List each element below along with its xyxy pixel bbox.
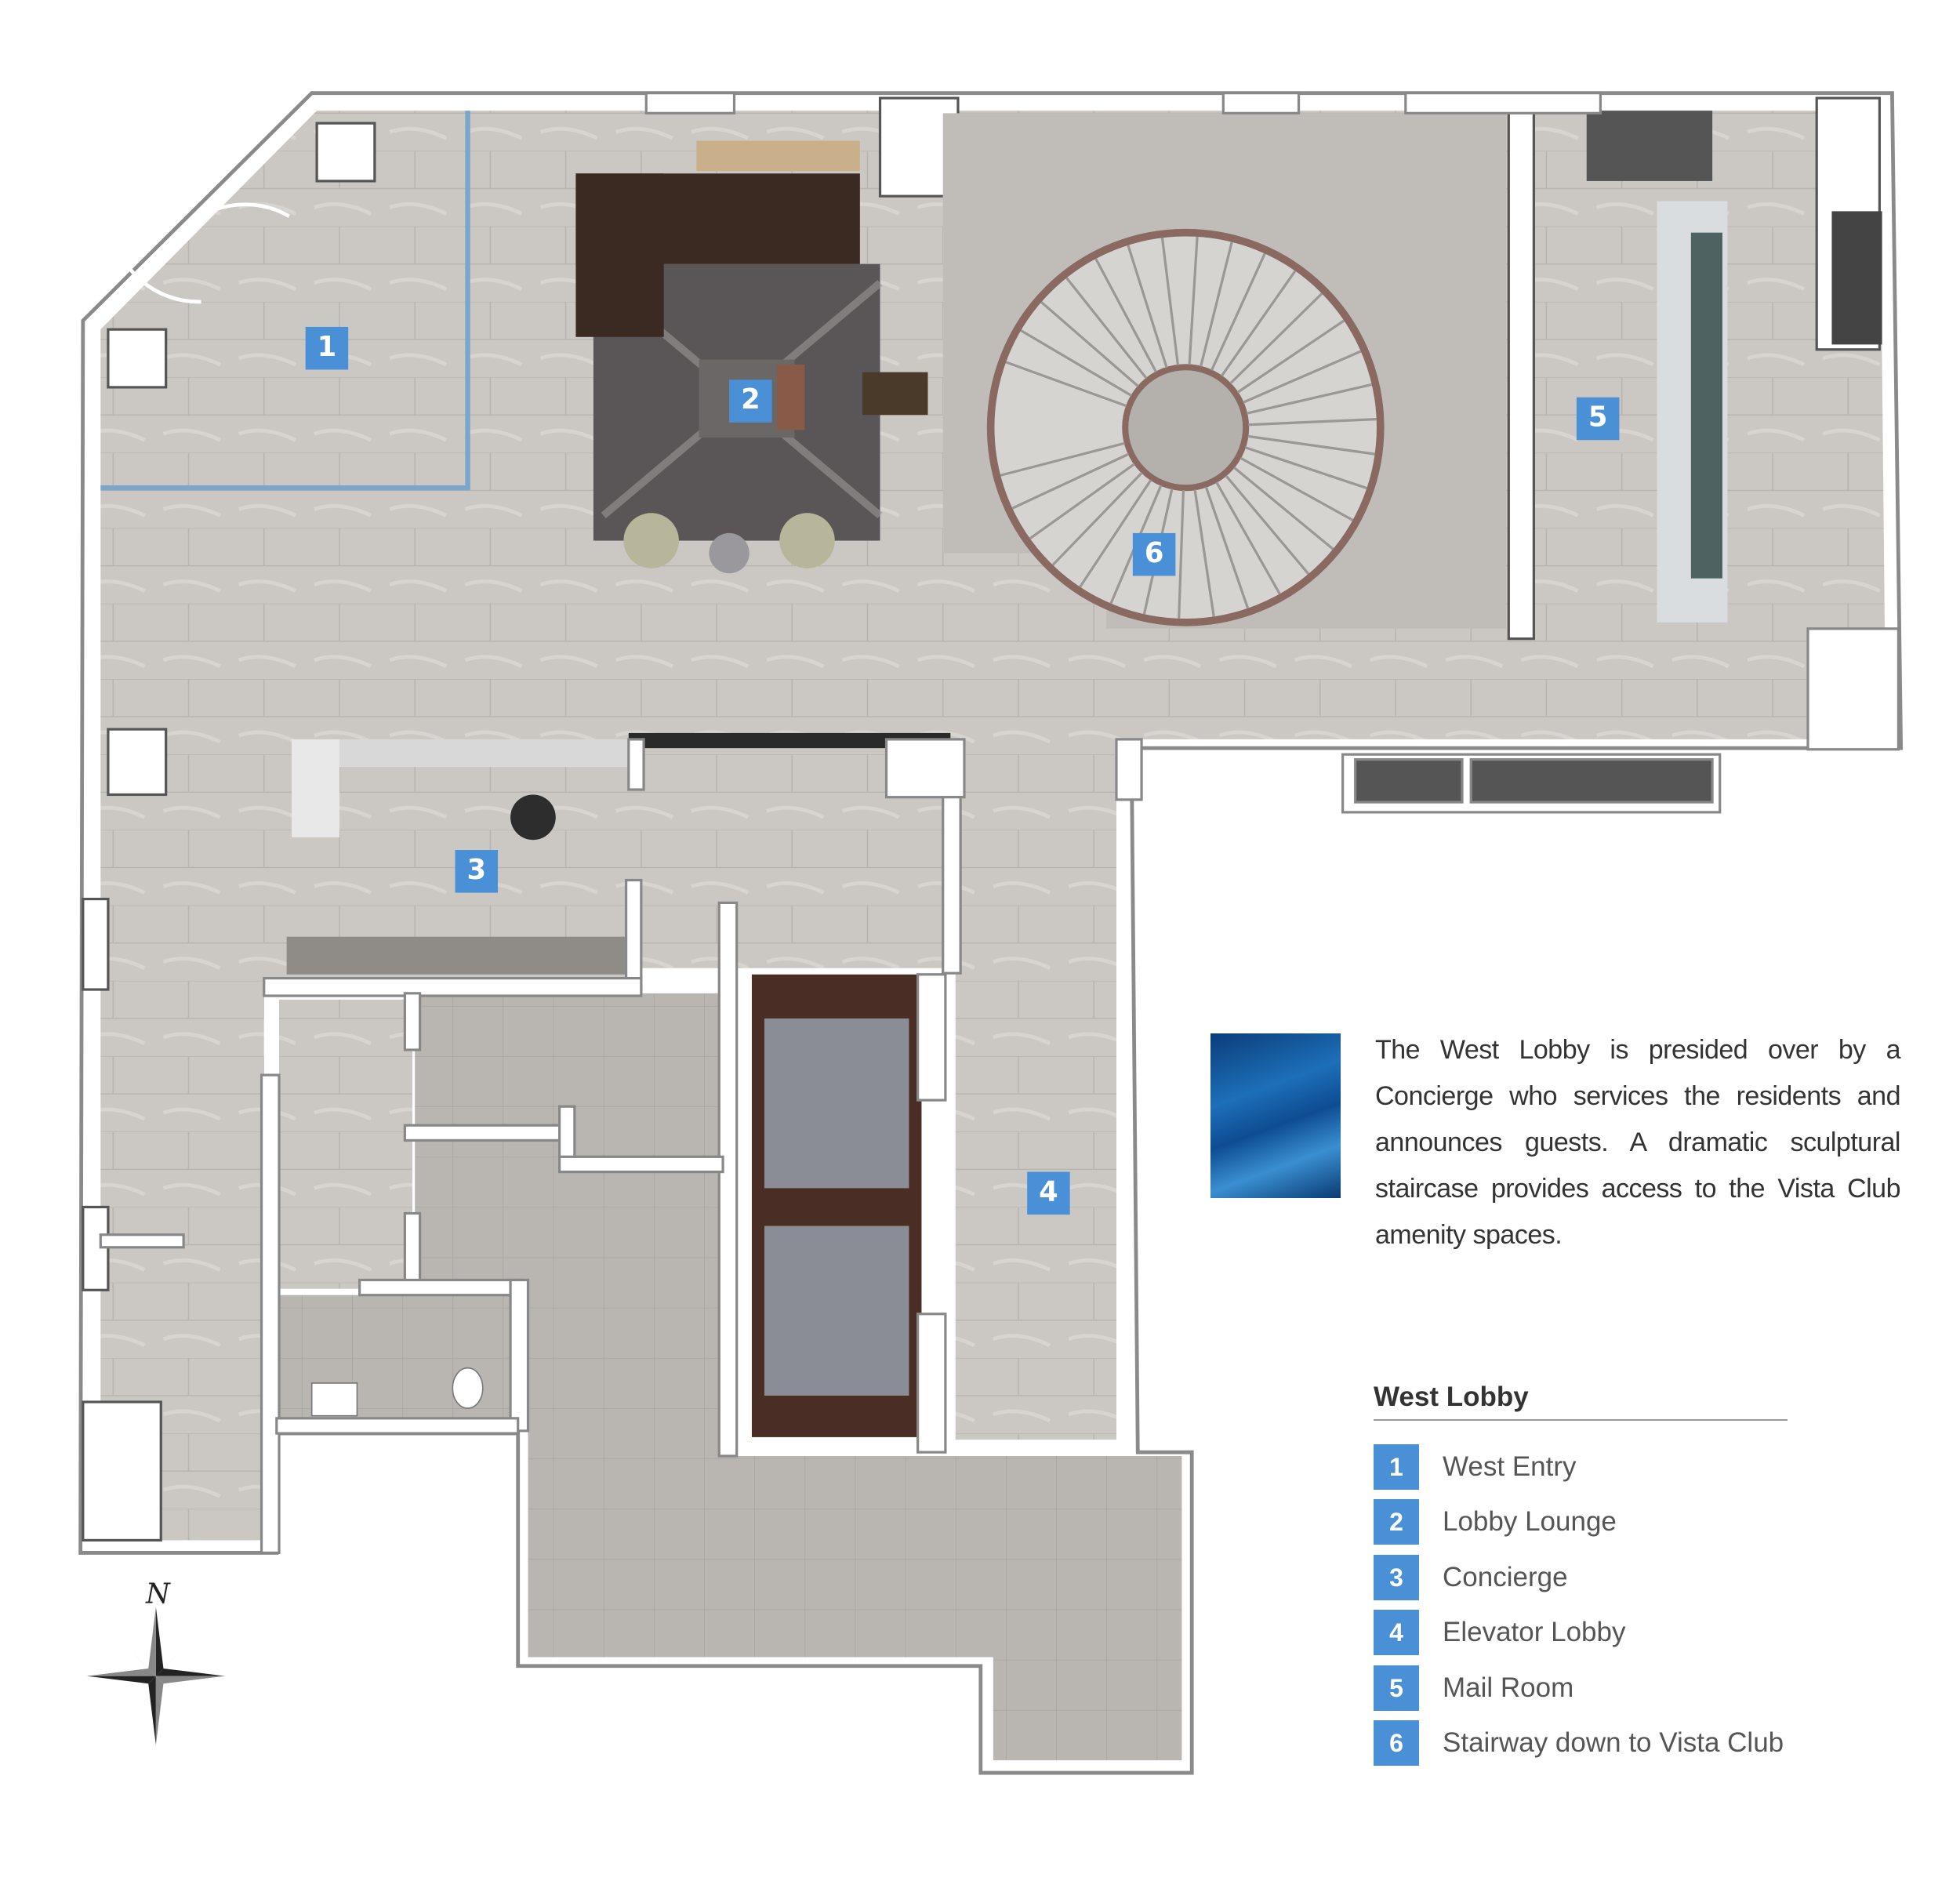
spiral-staircase [942,113,1507,629]
west-entry-partitions [100,111,470,491]
stair-tread [1178,490,1185,619]
water-texture-image [1210,1033,1341,1198]
stair-tread [1200,241,1233,367]
legend-item-concierge: 3 Concierge [1374,1555,1568,1600]
plan-marker-1: 1 [305,326,349,370]
washroom [310,1367,484,1417]
concierge-desk [286,732,951,975]
lobby-description: The West Lobby is presided over by a Con… [1375,1035,1901,1250]
legend-number: 3 [1374,1555,1419,1600]
compass: N [86,1578,226,1745]
stair-tread [1188,236,1199,365]
legend-number: 1 [1374,1444,1419,1490]
stair-tread [1127,245,1168,369]
stair-tread [1160,238,1180,365]
legend-item-mail-room: 5 Mail Room [1374,1665,1573,1711]
stair-tread [1020,329,1132,397]
stair-tread [1210,252,1266,371]
stair-tread [1065,277,1148,379]
stair-tread [1011,452,1130,510]
stair-tread [1247,434,1375,456]
stair-tread [1051,471,1143,566]
stair-tread [1236,319,1345,394]
plan-marker-3: 3 [455,850,499,893]
legend-item-stairway: 6 Stairway down to Vista Club [1374,1720,1784,1766]
stair-tread [1040,301,1139,387]
legend-number: 2 [1374,1499,1419,1545]
stair-tread [1079,479,1152,588]
stair-tread [1094,258,1157,373]
stair-tread [1229,292,1323,385]
stair-tread [1000,441,1125,477]
plan-marker-4: 4 [1027,1171,1070,1215]
stair-tread [1225,474,1310,575]
legend-item-west-entry: 1 West Entry [1374,1444,1577,1490]
elevators [751,974,922,1437]
legend-label: Stairway down to Vista Club [1443,1727,1784,1758]
legend-label: Concierge [1443,1562,1568,1592]
plan-marker-5: 5 [1576,397,1620,441]
legend: West Lobby 1 West Entry 2 Lobby Lounge 3… [1374,1382,1788,1766]
stair-tread [1248,417,1377,427]
interior-walls [99,627,1900,1555]
legend-title: West Lobby [1374,1382,1788,1421]
stair-tread [1204,486,1250,609]
legend-label: Elevator Lobby [1443,1617,1626,1647]
legend-number: 6 [1374,1720,1419,1766]
stair-tread [1193,489,1215,617]
stair-tread [1246,383,1373,415]
legend-label: Mail Room [1443,1672,1574,1703]
stair-tread [1244,446,1367,490]
compass-north-label: N [145,1578,171,1610]
mail-room [1544,111,1882,629]
windows [644,92,1602,114]
stair-tread [1005,361,1127,408]
legend-number: 5 [1374,1665,1419,1711]
legend-label: Lobby Lounge [1443,1506,1617,1537]
stair-tread [1240,456,1354,521]
plan-marker-2: 2 [729,379,772,423]
stair-tread [1029,463,1135,540]
stair-tread [1243,350,1362,404]
stair-tread [1220,270,1297,377]
stair-tread [1215,481,1281,595]
legend-item-lobby-lounge: 2 Lobby Lounge [1374,1499,1617,1545]
legend-number: 4 [1374,1610,1419,1655]
stair-tread [1233,466,1334,550]
legend-item-elevator-lobby: 4 Elevator Lobby [1374,1610,1625,1655]
legend-label: West Entry [1443,1451,1577,1482]
plan-marker-6: 6 [1132,532,1176,576]
